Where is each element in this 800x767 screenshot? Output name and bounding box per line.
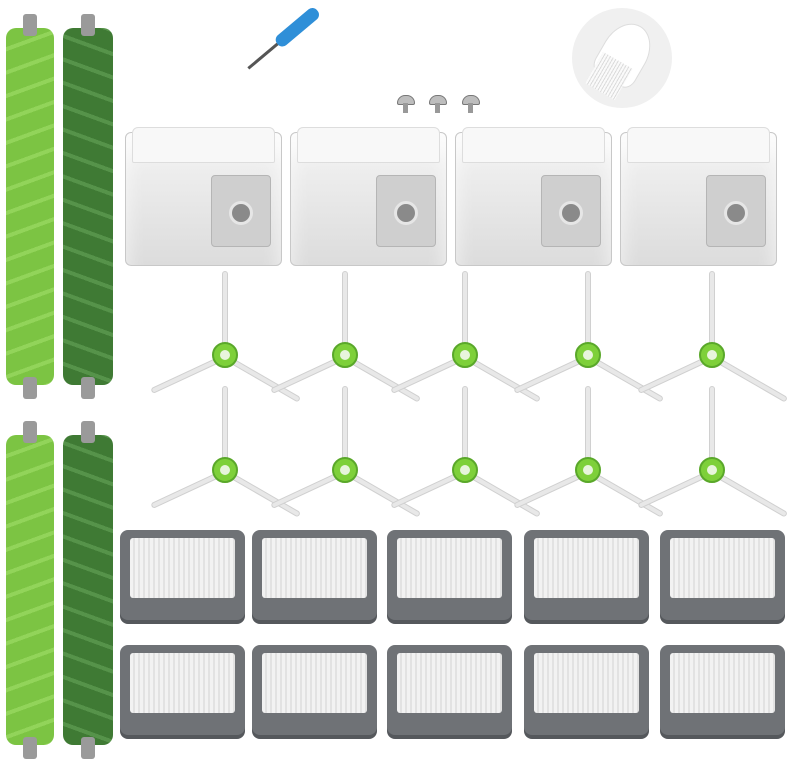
hepa-filter <box>387 645 512 735</box>
screwdriver <box>244 5 322 73</box>
hepa-filter <box>524 530 649 620</box>
hepa-filter <box>660 645 785 735</box>
hepa-filter <box>524 645 649 735</box>
screw <box>397 95 415 113</box>
roller-dark <box>63 435 113 745</box>
dust-bag <box>620 127 777 266</box>
cleaning-brush <box>572 8 672 108</box>
roller-light <box>6 28 54 385</box>
hepa-filter <box>120 530 245 620</box>
screw <box>462 95 480 113</box>
roller-dark <box>63 28 113 385</box>
hepa-filter <box>252 645 377 735</box>
hepa-filter <box>252 530 377 620</box>
hepa-filter <box>120 645 245 735</box>
roller-light <box>6 435 54 745</box>
hepa-filter <box>660 530 785 620</box>
screw <box>429 95 447 113</box>
dust-bag <box>125 127 282 266</box>
dust-bag <box>290 127 447 266</box>
dust-bag <box>455 127 612 266</box>
hepa-filter <box>387 530 512 620</box>
